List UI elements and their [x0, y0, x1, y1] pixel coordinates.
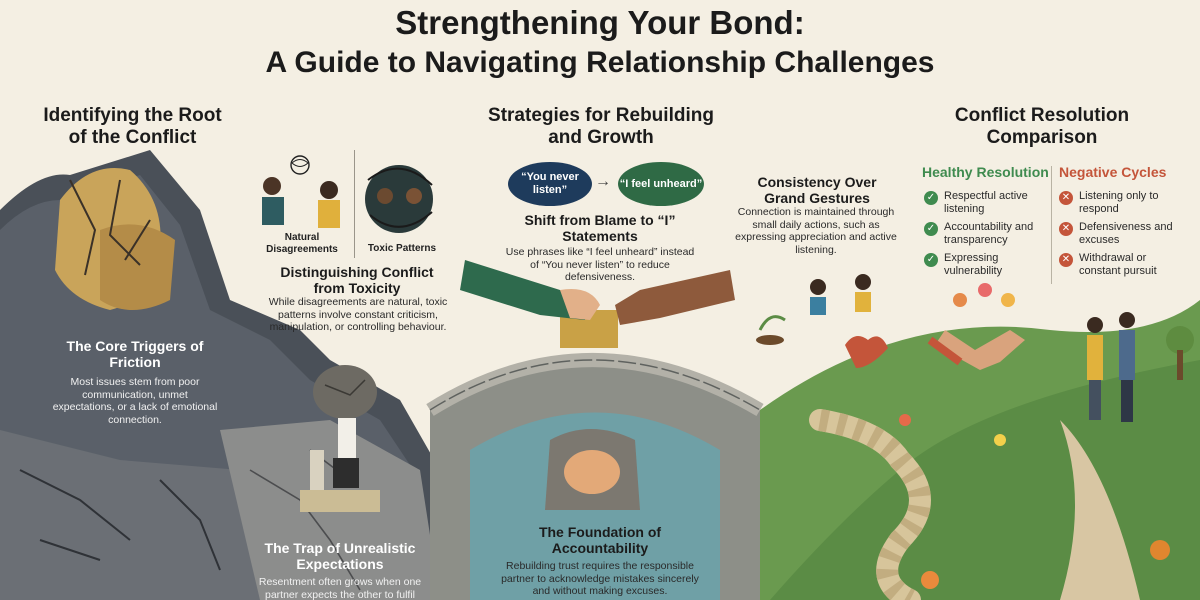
caption-natural: Natural Disagreements: [266, 232, 338, 255]
triggers-body: Most issues stem from poor communication…: [52, 376, 218, 426]
healthy-list: ✓ Respectful active listening ✓ Accounta…: [924, 190, 1044, 283]
triggers-block: The Core Triggers of Friction Most issue…: [50, 338, 220, 426]
trap-block: The Trap of Unrealistic Expectations Res…: [250, 540, 430, 600]
trap-title: The Trap of Unrealistic Expectations: [264, 540, 416, 572]
section-heading-comparison: Conflict Resolution Comparison: [954, 105, 1130, 148]
healthy-item: ✓ Accountability and transparency: [924, 221, 1044, 246]
i-statement-speech-bubble: “I feel unheard”: [618, 162, 704, 206]
healthy-item-label: Accountability and transparency: [944, 221, 1034, 246]
healthy-item-label: Expressing vulnerability: [944, 252, 1003, 277]
negative-item: ✕ Listening only to respond: [1059, 190, 1189, 215]
x-icon: ✕: [1059, 253, 1073, 267]
check-icon: ✓: [924, 253, 938, 267]
handshake-flowers: [899, 283, 1170, 589]
healthy-item-label: Respectful active listening: [944, 190, 1028, 215]
x-icon: ✕: [1059, 191, 1073, 205]
shift-body: Use phrases like “I feel unheard” instea…: [505, 246, 695, 283]
comparison-divider: [1051, 166, 1052, 284]
daily-actions-scene: [756, 274, 888, 368]
consistency-title: Consistency Over Grand Gestures: [757, 174, 877, 206]
negative-item-label: Withdrawal or constant pursuit: [1079, 252, 1157, 277]
x-icon: ✕: [1059, 222, 1073, 236]
distinguish-body: While disagreements are natural, toxic p…: [268, 296, 448, 333]
blame-speech-bubble: “You never listen”: [508, 162, 592, 206]
check-icon: ✓: [924, 191, 938, 205]
healthy-item: ✓ Expressing vulnerability: [924, 252, 1044, 277]
negative-item: ✕ Withdrawal or constant pursuit: [1059, 252, 1189, 277]
section-heading-root: Identifying the Root of the Conflict: [43, 105, 222, 148]
negative-cycles-label: Negative Cycles: [1059, 164, 1167, 180]
healthy-item: ✓ Respectful active listening: [924, 190, 1044, 215]
reaching-hands: [460, 260, 735, 325]
foundation-title: The Foundation of Accountability: [538, 524, 662, 556]
caption-toxic: Toxic Patterns: [367, 243, 437, 254]
negative-item-label: Defensiveness and excuses: [1079, 221, 1173, 246]
conflict-vs-toxic-illustrations: [262, 155, 433, 233]
page-subtitle: A Guide to Navigating Relationship Chall…: [265, 46, 935, 79]
boulder-figure: [300, 365, 380, 512]
trap-body: Resentment often grows when one partner …: [258, 576, 422, 600]
foundation-block: The Foundation of Accountability Rebuild…: [495, 524, 705, 598]
foundation-body: Rebuilding trust requires the responsibl…: [501, 560, 699, 597]
illustration-divider: [354, 150, 355, 258]
healthy-resolution-label: Healthy Resolution: [922, 164, 1049, 180]
negative-item: ✕ Defensiveness and excuses: [1059, 221, 1189, 246]
page-title: Strengthening Your Bond:: [395, 4, 805, 41]
distinguish-title: Distinguishing Conflict from Toxicity: [280, 264, 434, 296]
triggers-title: The Core Triggers of Friction: [66, 338, 204, 370]
section-heading-strategies: Strategies for Rebuilding and Growth: [488, 105, 714, 148]
negative-item-label: Listening only to respond: [1079, 190, 1159, 215]
couple-figures: [1087, 312, 1135, 422]
accountability-stone: [545, 429, 640, 510]
shift-arrow-icon: →: [595, 173, 611, 190]
shift-title: Shift from Blame to “I” Statements: [524, 212, 676, 244]
negative-list: ✕ Listening only to respond ✕ Defensiven…: [1059, 190, 1189, 283]
consistency-body: Connection is maintained through small d…: [735, 206, 897, 256]
check-icon: ✓: [924, 222, 938, 236]
